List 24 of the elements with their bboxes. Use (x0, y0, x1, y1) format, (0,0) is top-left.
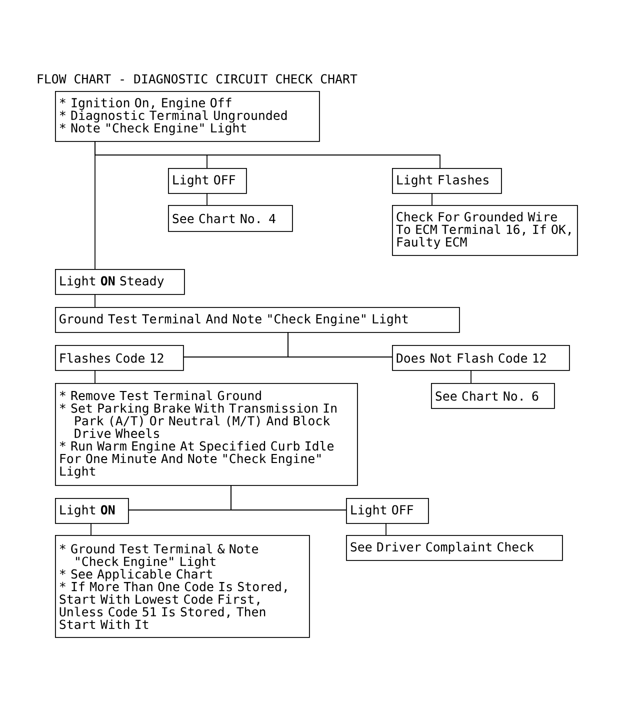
process-box: See Driver Complaint Check (346, 535, 563, 561)
process-box: Does Not Flash Code 12 (392, 345, 570, 371)
process-box: * Ground Test Terminal & Note "Check Engine" Light * See Applicable Chart * If More Than One Code Is Stored, Start With Lowest Code First, Unless Code 51 Is Stored, Then Start With It (55, 535, 310, 638)
connector-line (230, 484, 346, 510)
process-box: Ground Test Terminal And Note "Check Engine" Light (55, 307, 460, 333)
connector-line (94, 370, 96, 384)
connector-line (206, 192, 208, 206)
process-box: Light ON (55, 498, 129, 524)
connector-line (90, 522, 92, 536)
connector-line (94, 294, 96, 308)
process-box: * Remove Test Terminal Ground * Set Parking Brake With Transmission In Park (A/T) Or Neutral (M/T) And Block Drive Wheels * Run Warm Engine At Specified Curb Idle For One Minute And Note "Check Engine" Light (55, 383, 358, 486)
process-box: Light OFF (346, 498, 429, 524)
process-box: See Chart No. 4 (168, 205, 293, 232)
process-box: Light OFF (168, 168, 247, 194)
connector-line (470, 370, 472, 384)
process-box: Check For Grounded Wire To ECM Terminal 16, If OK, Faulty ECM (392, 205, 578, 256)
process-box: Light Flashes (392, 168, 502, 194)
connector-line (288, 332, 392, 358)
process-box: Flashes Code 12 (55, 345, 184, 371)
process-box: * Ignition On, Engine Off * Diagnostic Terminal Ungrounded * Note "Check Engine" Light (55, 91, 320, 142)
process-box: See Chart No. 6 (431, 383, 555, 409)
title: FLOW CHART - DIAGNOSTIC CIRCUIT CHECK CHART (38, 74, 358, 84)
process-box: Light ON Steady (55, 269, 185, 295)
connector-line (94, 140, 96, 270)
